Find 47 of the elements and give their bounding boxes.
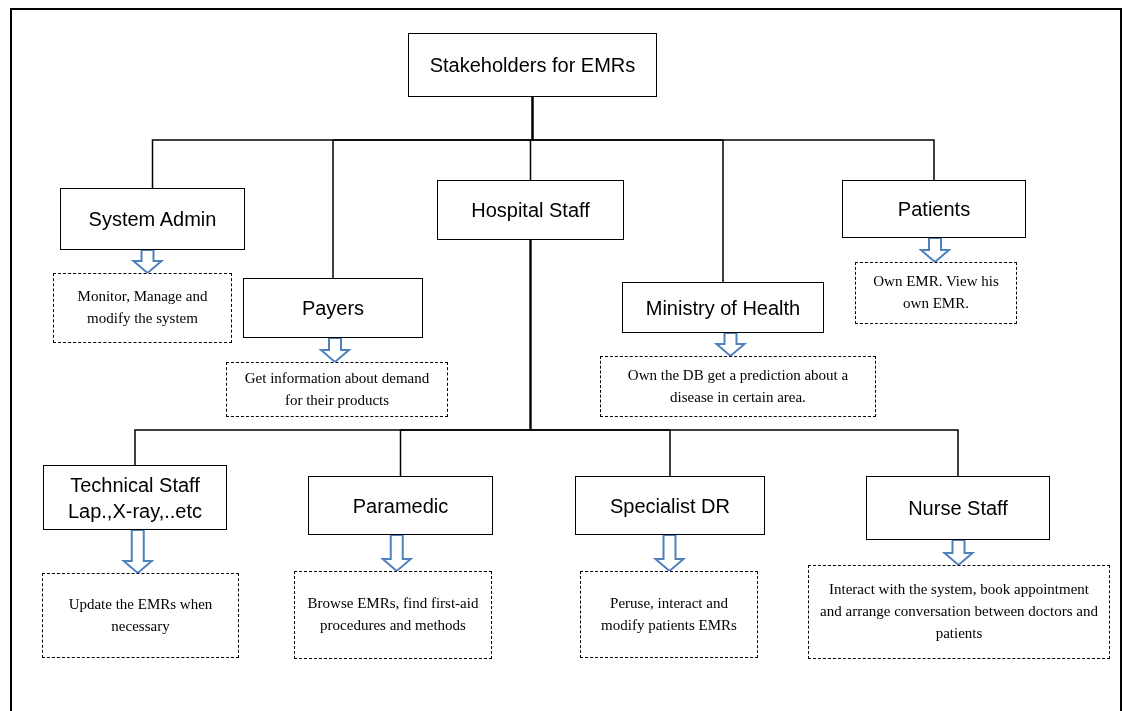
note-text: Monitor, Manage and modify the system (76, 287, 209, 328)
stakeholder-box (43, 465, 227, 530)
block-arrow (652, 534, 687, 573)
box-label: Ministry of Health (645, 295, 801, 321)
stakeholder-box (575, 476, 765, 535)
box-label: Technical Staff (70, 472, 200, 498)
connector-line (531, 96, 935, 181)
note-text: Browse EMRs, find first-aid procedures and methods (306, 594, 480, 635)
note-text: Interact with the system, book appointment and arrange conversation between doctors and patients (819, 580, 1099, 643)
note-text: Peruse, interact and modify patients EMRs (600, 593, 738, 635)
description-note (580, 571, 758, 658)
description-note (53, 273, 232, 343)
box-label: Nurse Staff (908, 496, 1008, 521)
box-label: System Admin (88, 207, 217, 232)
stakeholder-box (60, 188, 245, 250)
box-label: Stakeholders for EMRs (429, 53, 636, 78)
stakeholder-box (622, 282, 824, 333)
description-note (42, 573, 239, 658)
block-arrow (318, 337, 352, 364)
box-label: Lap.,X-ray,..etc (67, 498, 203, 524)
block-arrow (941, 539, 976, 567)
block-arrow (380, 534, 414, 573)
box-label: Specialist DR (609, 493, 730, 519)
description-note (600, 356, 876, 417)
stakeholder-box (243, 278, 423, 338)
block-arrow (713, 332, 748, 358)
stakeholder-box (866, 476, 1050, 540)
stakeholder-box (437, 180, 624, 240)
box-label: Hospital Staff (471, 198, 590, 223)
box-label: Patients (897, 197, 971, 222)
description-note (226, 362, 448, 417)
block-arrow (918, 237, 952, 264)
note-text: Get information about demand for their products (243, 368, 431, 410)
description-note (855, 262, 1017, 324)
stakeholder-box (308, 476, 493, 535)
stakeholder-box (842, 180, 1026, 238)
connector-line (529, 239, 959, 477)
box-label: Payers (301, 296, 365, 321)
note-text: Own the DB get a prediction about a disease in certain area. (626, 365, 850, 407)
description-note (808, 565, 1110, 659)
description-note (294, 571, 492, 659)
note-text: Update the EMRs when necessary (67, 594, 214, 636)
block-arrow (121, 529, 155, 575)
box-label: Paramedic (352, 493, 449, 519)
block-arrow (130, 249, 165, 275)
note-text: Own EMR. View his own EMR. (872, 272, 1000, 313)
stakeholder-box (408, 33, 657, 97)
